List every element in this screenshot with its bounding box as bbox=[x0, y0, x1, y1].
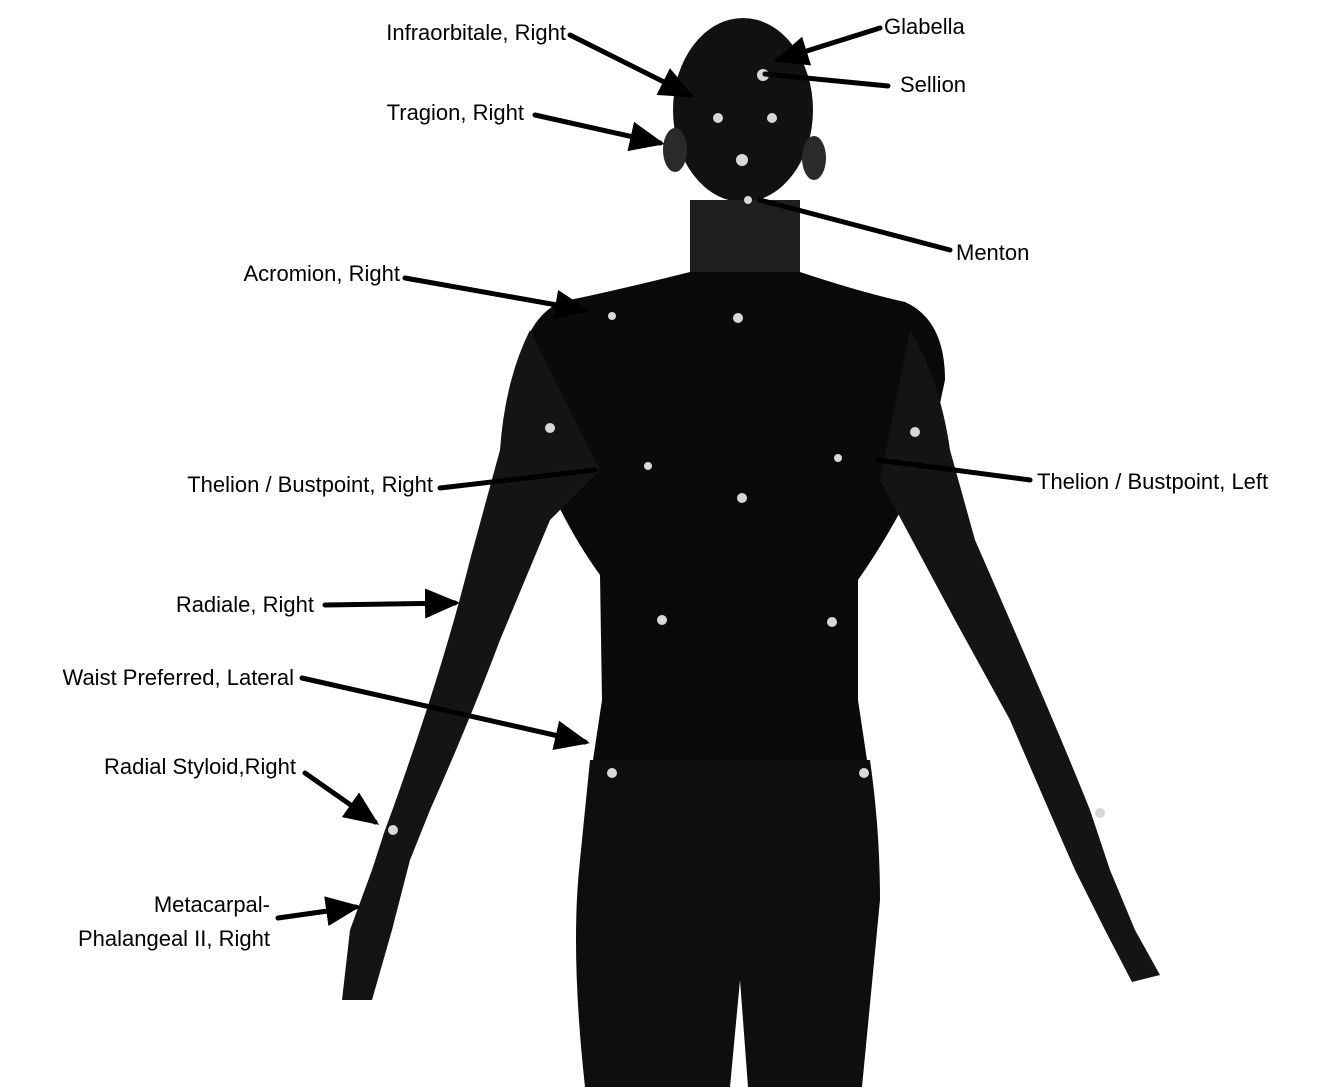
hips-and-legs bbox=[576, 760, 880, 1087]
marker-hip-right bbox=[607, 768, 617, 778]
marker-hip-left bbox=[859, 768, 869, 778]
arrow-radiale bbox=[325, 603, 455, 605]
arrow-radial-styloid bbox=[305, 773, 375, 822]
left-arm bbox=[880, 330, 1160, 982]
arrow-infraorbitale bbox=[570, 35, 690, 95]
marker-arm-right bbox=[545, 423, 555, 433]
marker-waist-left bbox=[827, 617, 837, 627]
right-ear bbox=[663, 128, 687, 172]
label-acromion-right: Acromion, Right bbox=[243, 261, 400, 286]
label-thelion-left: Thelion / Bustpoint, Left bbox=[1037, 469, 1268, 494]
marker-wrist-right bbox=[388, 825, 398, 835]
arrow-tragion bbox=[535, 115, 660, 143]
marker-arm-left bbox=[910, 427, 920, 437]
marker-infraorbitale bbox=[713, 113, 723, 123]
marker-waist-right bbox=[657, 615, 667, 625]
arrow-glabella bbox=[778, 28, 880, 60]
marker-nose bbox=[736, 154, 748, 166]
human-body-silhouette bbox=[342, 18, 1160, 1087]
label-radiale-right: Radiale, Right bbox=[176, 592, 314, 617]
label-thelion-right: Thelion / Bustpoint, Right bbox=[187, 472, 433, 497]
marker-sternum bbox=[737, 493, 747, 503]
label-tragion-right: Tragion, Right bbox=[387, 100, 524, 125]
arrow-acromion bbox=[405, 278, 585, 310]
left-ear bbox=[802, 136, 826, 180]
label-radial-styloid-right: Radial Styloid,Right bbox=[104, 754, 296, 779]
label-metacarpal-line1: Metacarpal- bbox=[154, 892, 270, 917]
marker-cheek-left bbox=[767, 113, 777, 123]
label-metacarpal-line2: Phalangeal II, Right bbox=[78, 926, 270, 951]
marker-thelion-right bbox=[644, 462, 652, 470]
label-glabella: Glabella bbox=[884, 14, 965, 39]
label-sellion: Sellion bbox=[900, 72, 966, 97]
label-menton: Menton bbox=[956, 240, 1029, 265]
marker-thelion-left bbox=[834, 454, 842, 462]
torso bbox=[520, 272, 945, 780]
marker-menton bbox=[744, 196, 752, 204]
head bbox=[673, 18, 813, 202]
label-infraorbitale-right: Infraorbitale, Right bbox=[386, 20, 566, 45]
marker-wrist-left bbox=[1095, 808, 1105, 818]
marker-suprasternale bbox=[733, 313, 743, 323]
marker-acromion-right bbox=[608, 312, 616, 320]
right-arm bbox=[342, 330, 600, 1000]
label-waist-preferred-lateral: Waist Preferred, Lateral bbox=[63, 665, 295, 690]
arrow-metacarpal bbox=[278, 907, 356, 918]
